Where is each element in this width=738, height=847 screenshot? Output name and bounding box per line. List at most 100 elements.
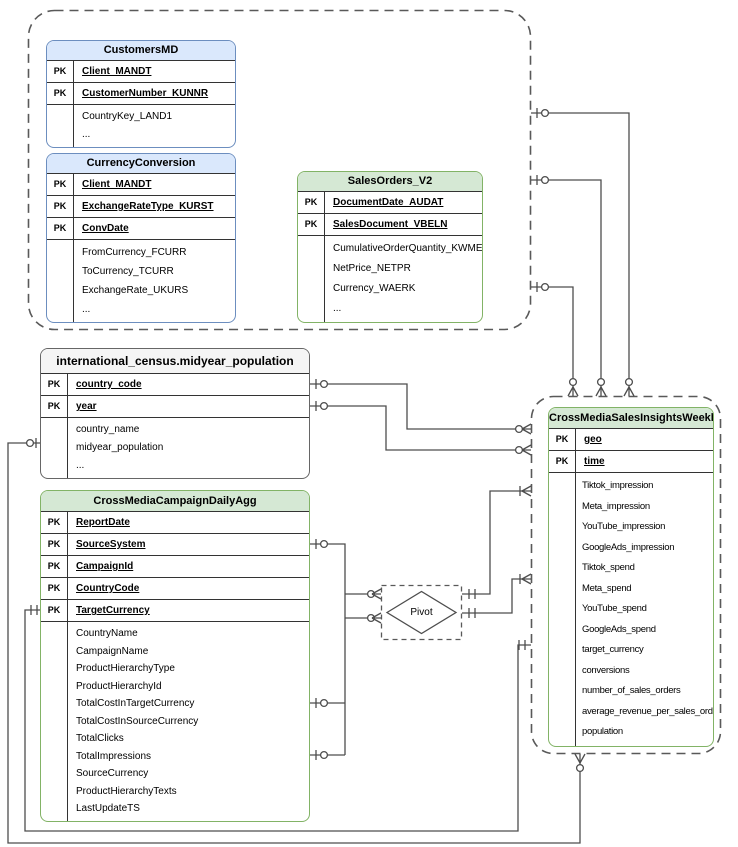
field-row: GoogleAds_spend (582, 623, 656, 635)
pk-column-divider (41, 418, 68, 478)
field-row: average_revenue_per_sales_order (582, 705, 714, 717)
pk-badge: PK (47, 218, 74, 239)
pk-field-name: TargetCurrency (76, 605, 150, 616)
field-row: SourceCurrency (76, 768, 149, 779)
pk-row: PK year (41, 396, 309, 418)
pk-field-name: DocumentDate_AUDAT (333, 197, 444, 208)
pk-row: PK CampaignId (41, 556, 309, 578)
pk-row: PK time (549, 451, 713, 473)
field-row: ProductHierarchyId (76, 680, 162, 692)
pk-field-name: ReportDate (76, 517, 130, 528)
field-row: NetPrice_NETPR (333, 263, 411, 274)
relationship-sources_to_weekly_c[interactable] (531, 282, 579, 397)
pk-field-name: year (76, 401, 97, 412)
field-row: TotalCostInSourceCurrency (76, 715, 199, 727)
pk-row: PK geo (549, 429, 713, 451)
pk-badge: PK (298, 214, 325, 235)
field-row: CumulativeOrderQuantity_KWMENG (333, 243, 483, 254)
pk-column-divider (47, 240, 74, 322)
relationship-pivot_to_weekly_b[interactable] (462, 573, 532, 618)
pk-field-name: geo (584, 434, 602, 445)
entity-title: CrossMediaSalesInsightsWeeklyAgg (549, 408, 713, 429)
pk-badge: PK (41, 396, 68, 417)
relationship-census_year_to_weekly[interactable] (310, 401, 532, 456)
relationship-sources_to_weekly_a[interactable] (531, 108, 635, 397)
pk-badge: PK (47, 83, 74, 104)
field-row: GoogleAds_impression (582, 541, 675, 553)
pk-field-name: CustomerNumber_KUNNR (82, 88, 209, 99)
field-row: ProductHierarchyType (76, 663, 175, 674)
entity-title: CurrencyConversion (47, 154, 235, 174)
field-row: YouTube_spend (582, 603, 647, 614)
entity-title: SalesOrders_V2 (298, 172, 482, 192)
pk-column-divider (47, 105, 74, 147)
relationship-sources_to_weekly_b[interactable] (531, 175, 607, 397)
pivot-node-label[interactable]: Pivot (410, 607, 433, 618)
field-row: YouTube_impression (582, 521, 666, 532)
field-row: ExchangeRate_UKURS (82, 285, 189, 296)
field-row: CountryKey_LAND1 (82, 111, 173, 122)
pk-column-divider (298, 236, 325, 322)
field-row: ToCurrency_TCURR (82, 266, 174, 277)
pk-badge: PK (549, 429, 576, 450)
relationship-pivot_to_weekly_a[interactable] (462, 485, 532, 599)
pk-field-name: time (584, 456, 605, 467)
field-row: TotalCostInTargetCurrency (76, 698, 195, 709)
pk-row: PK TargetCurrency (41, 600, 309, 622)
field-row: LastUpdateTS (76, 803, 140, 814)
pk-column-divider (41, 622, 68, 821)
pk-badge: PK (41, 578, 68, 599)
pk-badge: PK (41, 600, 68, 621)
pk-row: PK CustomerNumber_KUNNR (47, 83, 235, 105)
pk-row: PK country_code (41, 374, 309, 396)
pk-field-name: CampaignId (76, 561, 134, 572)
field-row: Meta_impression (582, 500, 650, 512)
entity-weekly_agg[interactable]: CrossMediaSalesInsightsWeeklyAggPKgeoPKt… (548, 407, 714, 747)
field-row: CountryName (76, 628, 138, 639)
pk-badge: PK (298, 192, 325, 213)
pk-badge: PK (41, 534, 68, 555)
field-row: FromCurrency_FCURR (82, 247, 187, 258)
field-row: target_currency (582, 644, 644, 655)
pk-row: PK CountryCode (41, 578, 309, 600)
entity-title: CrossMediaCampaignDailyAgg (41, 491, 309, 512)
field-row: Meta_spend (582, 582, 632, 594)
entity-title: CustomersMD (47, 41, 235, 61)
pk-row: PK ConvDate (47, 218, 235, 240)
pk-field-name: SalesDocument_VBELN (333, 219, 448, 230)
pk-badge: PK (41, 374, 68, 395)
pk-field-name: CountryCode (76, 583, 140, 594)
pk-field-name: country_code (76, 379, 142, 390)
relationship-census_country_to_weekly[interactable] (310, 379, 532, 435)
field-row: Tiktok_spend (582, 562, 635, 573)
pk-badge: PK (549, 451, 576, 472)
relationship-daily_to_pivot[interactable] (310, 539, 382, 760)
field-row: Tiktok_impression (582, 480, 654, 491)
field-row: country_name (76, 424, 140, 435)
field-row: TotalClicks (76, 733, 124, 744)
field-row: number_of_sales_orders (582, 685, 681, 696)
pk-row: PK ReportDate (41, 512, 309, 534)
pk-column-divider (549, 473, 576, 746)
field-row: TotalImpressions (76, 750, 152, 762)
field-row: ... (82, 304, 91, 315)
pk-badge: PK (41, 512, 68, 533)
pk-badge: PK (47, 196, 74, 217)
field-row: ... (333, 303, 342, 314)
pk-badge: PK (41, 556, 68, 577)
pk-badge: PK (47, 61, 74, 82)
pk-badge: PK (47, 174, 74, 195)
field-row: midyear_population (76, 442, 164, 453)
field-row: ... (76, 460, 85, 471)
pk-field-name: ConvDate (82, 223, 129, 234)
field-row: ProductHierarchyTexts (76, 785, 177, 797)
field-row: Currency_WAERK (333, 283, 416, 294)
